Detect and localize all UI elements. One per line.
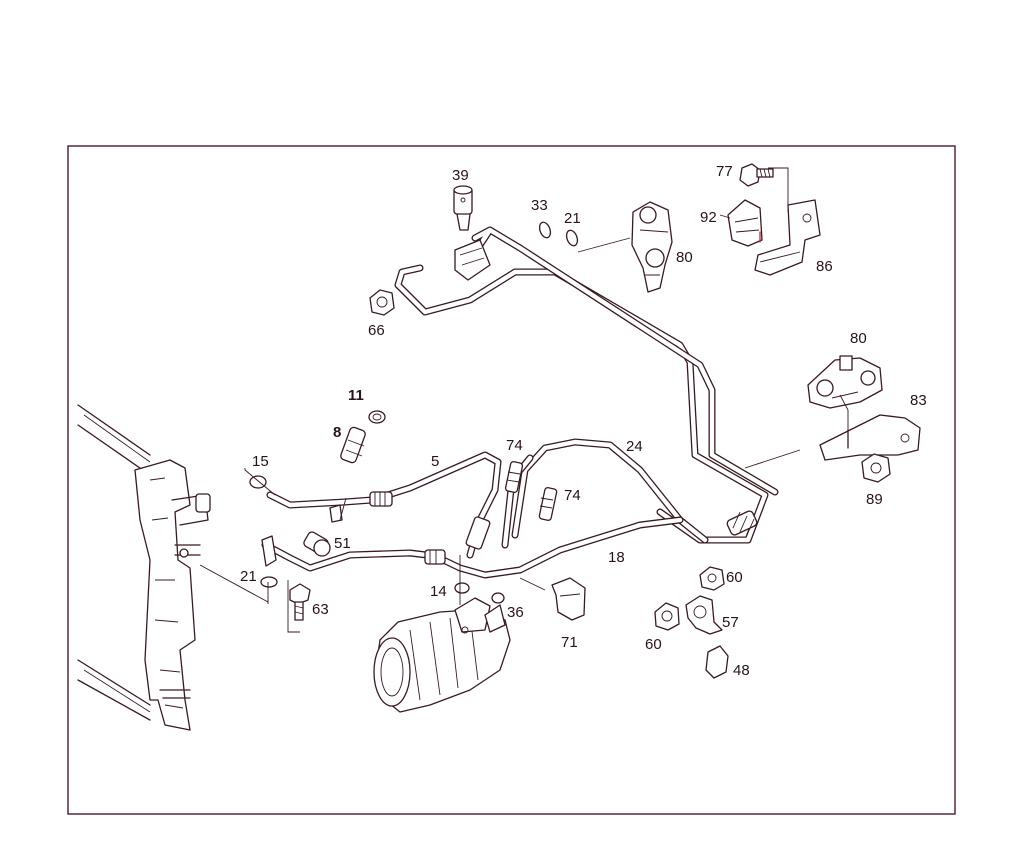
- part-15-oring: [249, 475, 267, 489]
- leader-lines: [199, 167, 849, 633]
- condenser: [77, 404, 211, 731]
- part-60-nut-upper: [699, 566, 725, 591]
- callout-63: 63: [312, 601, 329, 618]
- upper-tubes: [394, 226, 779, 544]
- part-71-bracket: [551, 577, 586, 621]
- part-60-nut-lower: [654, 602, 680, 631]
- callout-74-b: 74: [564, 487, 581, 504]
- callout-51: 51: [334, 535, 351, 552]
- callout-92: 92: [700, 209, 717, 226]
- part-77-bolt: [739, 163, 774, 187]
- callout-33: 33: [531, 197, 548, 214]
- part-39-sensor: [453, 185, 473, 231]
- callout-74: 74: [506, 437, 523, 454]
- part-66-nut: [369, 289, 395, 316]
- callout-18: 18: [608, 549, 625, 566]
- middle-tubes: [261, 438, 709, 579]
- callout-71: 71: [561, 634, 578, 651]
- part-11-oring: [368, 410, 386, 424]
- callout-8: 8: [333, 424, 341, 441]
- tube-manifold: [454, 239, 491, 281]
- part-8-pressure-switch: [340, 426, 366, 464]
- part-48-cap: [705, 645, 729, 679]
- part-86-bracket: [754, 199, 821, 276]
- callouts: 39 33 21 80 77 92 86 66 80 83 89 11 8 15…: [240, 163, 927, 679]
- part-89-nut: [861, 453, 891, 483]
- part-80-clip-lower: [807, 355, 883, 409]
- callout-86: 86: [816, 258, 833, 275]
- callout-21-lower: 21: [240, 568, 257, 585]
- callout-15: 15: [252, 453, 269, 470]
- part-74-valve-b: [538, 487, 558, 521]
- callout-60: 60: [726, 569, 743, 586]
- callout-89: 89: [866, 491, 883, 508]
- callout-14: 14: [430, 583, 447, 600]
- callout-80: 80: [676, 249, 693, 266]
- part-14-oring: [454, 582, 470, 594]
- callout-11: 11: [348, 387, 364, 404]
- part-33-oring: [538, 221, 552, 239]
- callout-60-lower: 60: [645, 636, 662, 653]
- part-21-oring-lower: [260, 576, 278, 588]
- callout-24: 24: [626, 438, 643, 455]
- part-80-clip-upper: [631, 201, 673, 293]
- part-74-valve-a: [504, 460, 524, 494]
- callout-39: 39: [452, 167, 469, 184]
- part-63-bolt: [289, 583, 311, 621]
- callout-66: 66: [368, 322, 385, 339]
- callout-83: 83: [910, 392, 927, 409]
- callout-5: 5: [431, 453, 439, 470]
- callout-80-lower: 80: [850, 330, 867, 347]
- part-51-fitting: [303, 504, 343, 557]
- callout-57: 57: [722, 614, 739, 631]
- part-83-bracket: [819, 414, 921, 461]
- part-92-clip: [727, 199, 763, 247]
- compressor: [373, 597, 511, 713]
- diagram-frame: [67, 145, 956, 815]
- callout-21: 21: [564, 210, 581, 227]
- part-36-oring: [491, 592, 505, 604]
- callout-48: 48: [733, 662, 750, 679]
- part-21-oring: [565, 229, 579, 247]
- part-57-clamp: [685, 595, 723, 635]
- callout-77: 77: [716, 163, 733, 180]
- callout-36: 36: [507, 604, 524, 621]
